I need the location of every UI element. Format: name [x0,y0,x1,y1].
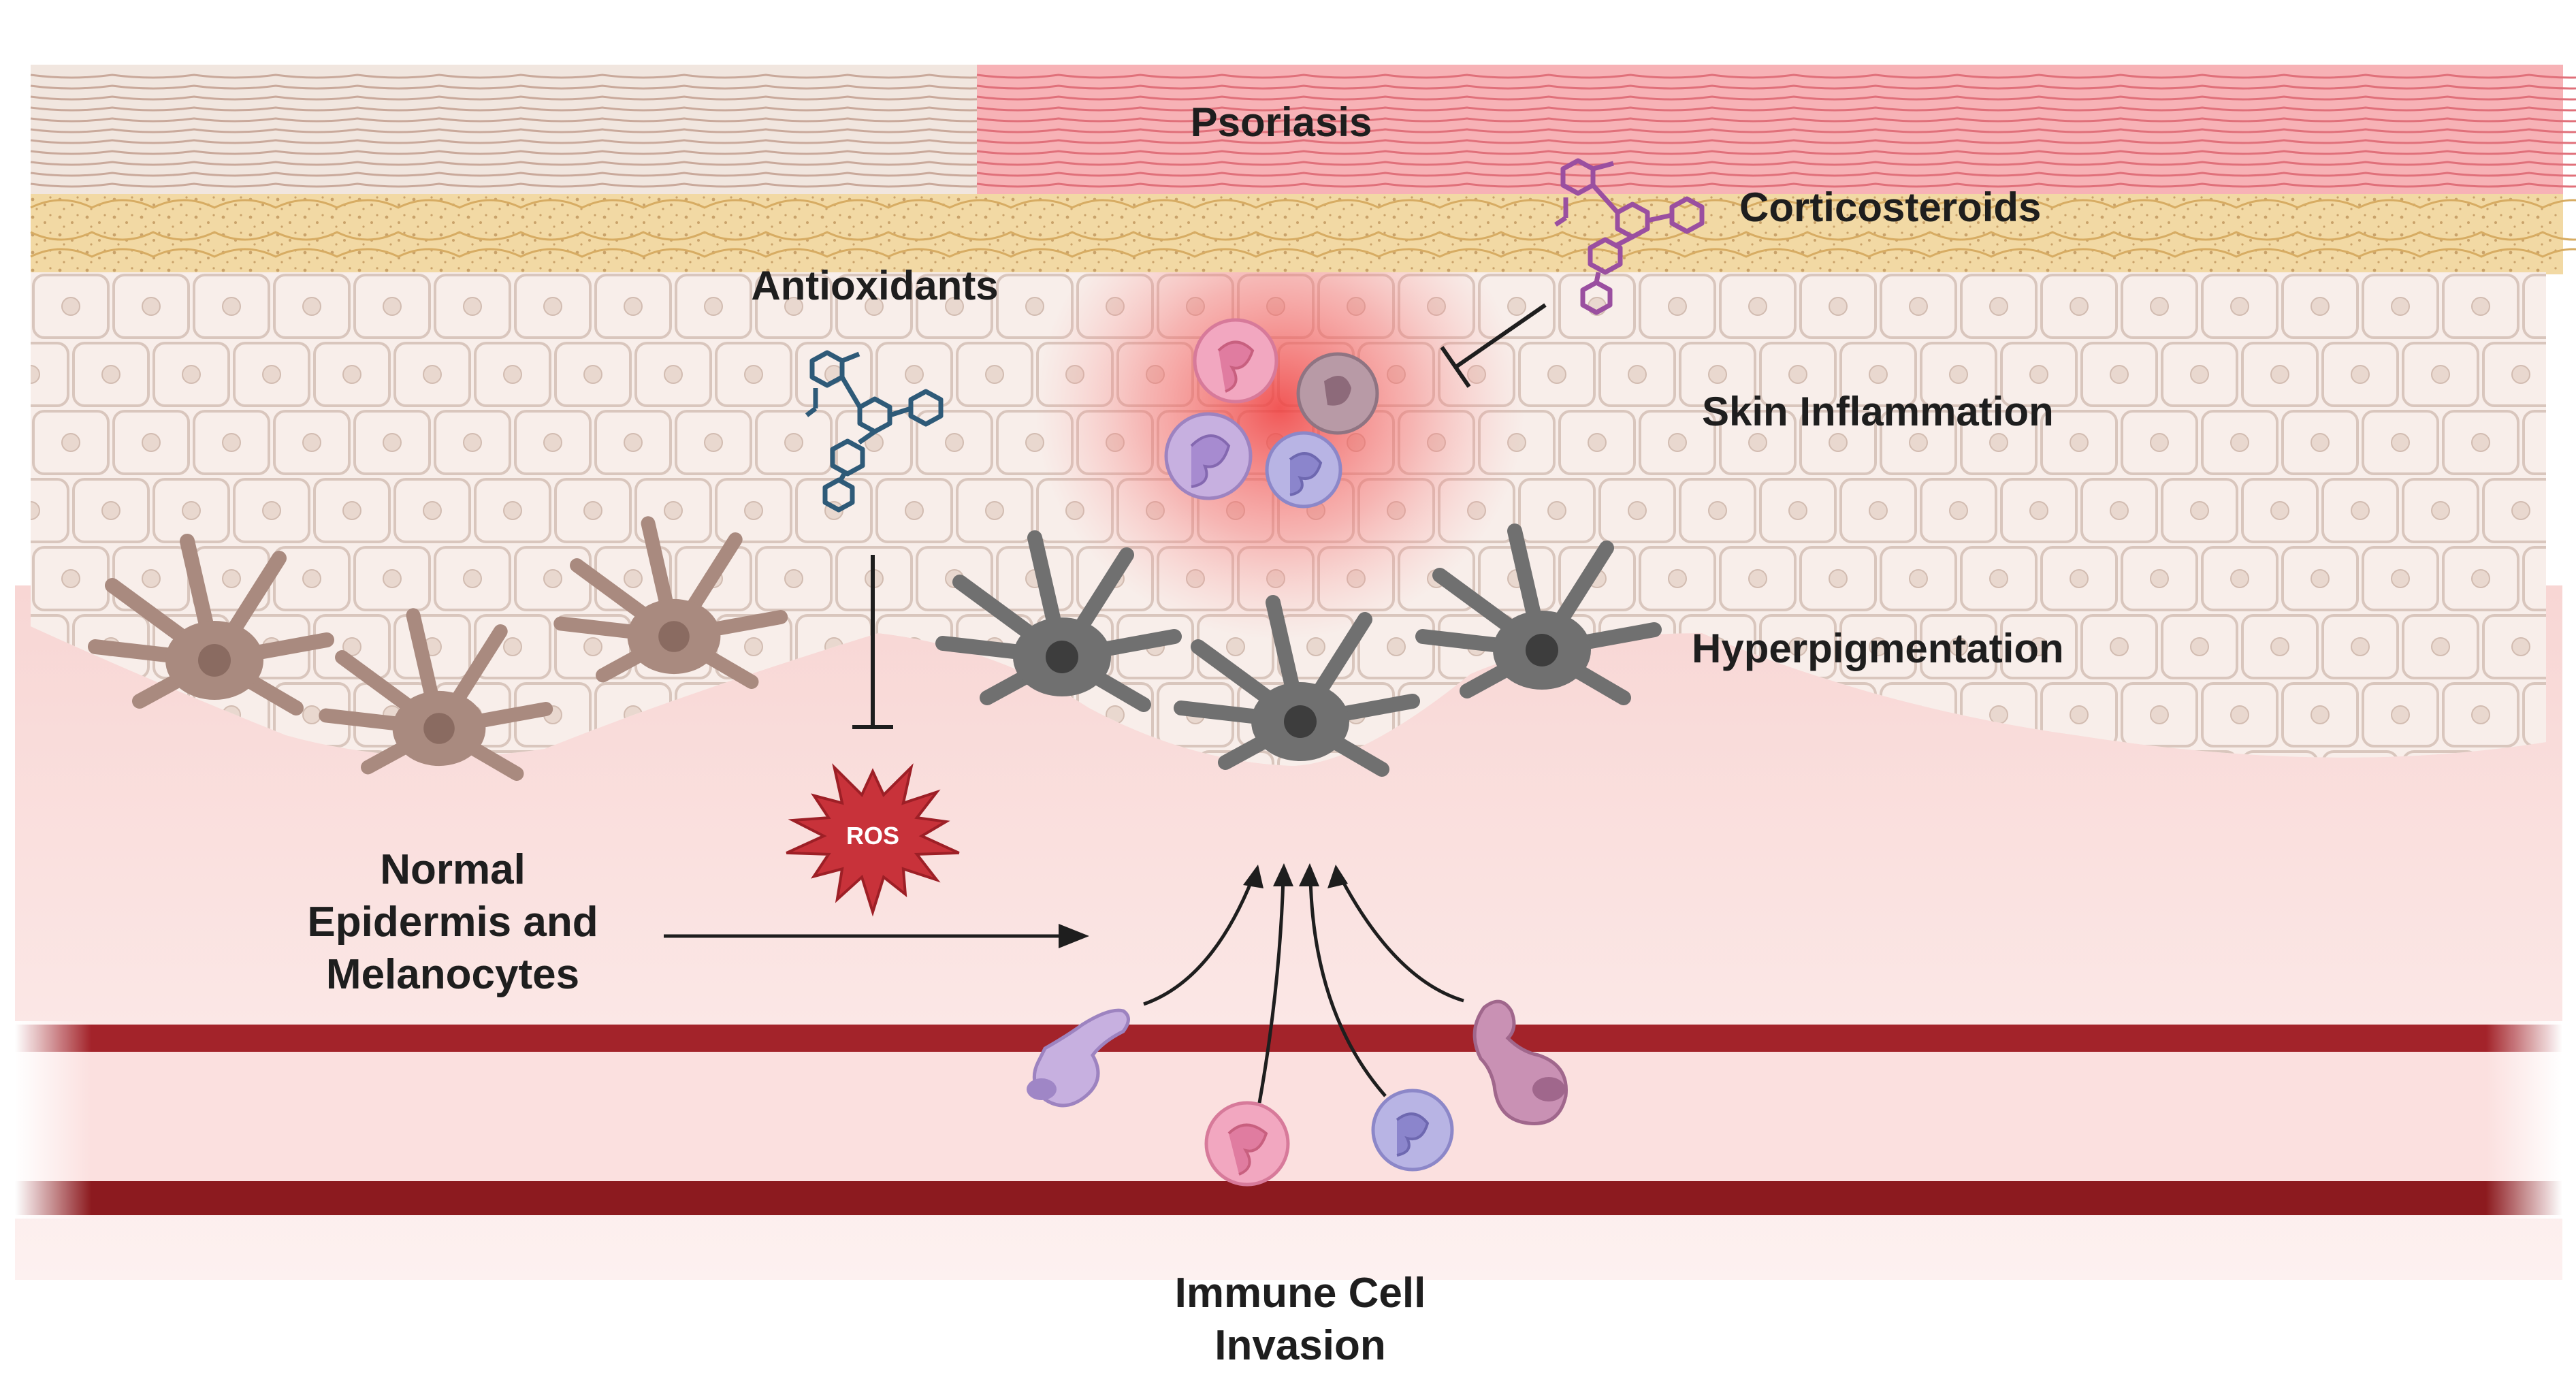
normal-label-line2: Epidermis and [307,899,598,946]
immune-cell-icon [1296,352,1379,435]
immune-cell-icon [1027,1008,1130,1108]
antioxidants-label: Antioxidants [751,263,998,308]
melanocyte-icon [88,534,334,715]
immune-cell-icon [1371,1089,1454,1172]
melanocyte-icon [1415,524,1662,705]
inflammation-zone [1035,272,1525,640]
immune-cell-icon [1472,999,1568,1125]
immune-cell-icon [1265,431,1342,509]
invasion-arrowheads [1243,863,1348,888]
psoriasis-label: Psoriasis [1191,99,1372,145]
invasion-arrows [1143,877,1464,1104]
melanocyte-icon [1174,595,1420,777]
granular-layer [30,194,2576,274]
inflamed-immune-cells [1164,318,1379,509]
ros-burst-icon: ROS [786,763,960,917]
immune-cell-icon [1204,1101,1290,1187]
immune-cell-icon [1193,318,1278,404]
immune-label-line2: Invasion [1214,1322,1386,1369]
corticosteroids-label: Corticosteroids [1739,184,2041,230]
antioxidant-molecule-icon [805,350,944,513]
skin-inflammation-label: Skin Inflammation [1702,389,2054,434]
melanocyte-icon [553,516,788,689]
melanocyte-icon [935,530,1182,712]
immune-label-line1: Immune Cell [1175,1270,1426,1317]
ros-label: ROS [846,822,899,850]
stratum-corneum-psoriasis [976,65,2576,194]
inhibition-arrow-icon [1440,303,1547,388]
normal-label-line1: Normal [380,846,526,893]
progression-arrow [664,924,1089,948]
blood-vessel [15,1021,2562,1219]
hyperpigmentation-label: Hyperpigmentation [1692,626,2064,671]
normal-label-line3: Melanocytes [326,951,579,998]
corticosteroid-molecule-icon [1554,158,1705,315]
stratum-corneum-normal [30,65,1012,194]
immune-cell-icon [1164,412,1253,500]
migrating-immune-cells [1027,999,1568,1187]
melanocyte-icon [319,608,553,781]
inhibition-arrow-icon [852,555,893,729]
